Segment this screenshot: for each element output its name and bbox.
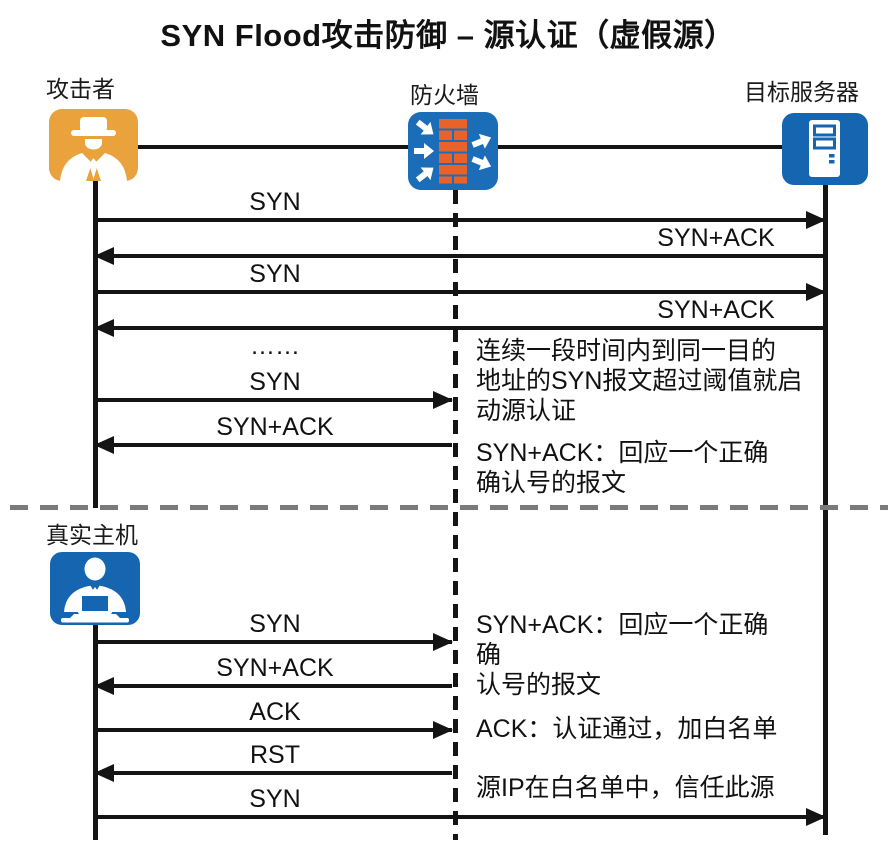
message-label-synack-2: SYN+ACK <box>657 296 775 324</box>
message-label-syn-4: SYN <box>249 610 301 638</box>
person-laptop-icon <box>50 552 140 625</box>
real-host-label: 真实主机 <box>46 522 138 548</box>
arrowhead-right <box>433 633 453 651</box>
server-label: 目标服务器 <box>744 79 859 105</box>
arrowhead-left <box>94 677 114 695</box>
annotation-synack-bottom: SYN+ACK：回应一个正确 确 认号的报文 <box>476 611 769 699</box>
lifeline-attacker <box>93 180 98 508</box>
arrowhead-right <box>806 283 826 301</box>
server-icon <box>782 113 868 185</box>
server-tower-icon <box>782 113 868 185</box>
arrowhead-left <box>94 764 114 782</box>
spy-icon <box>49 109 138 181</box>
message-label-syn-3: SYN <box>249 368 301 396</box>
section-divider <box>10 505 888 510</box>
annotation-ack: ACK：认证通过，加白名单 <box>476 715 778 743</box>
annotation-threshold: 连续一段时间内到同一目的 地址的SYN报文超过阈值就启 动源认证 <box>476 337 803 425</box>
arrowhead-left <box>94 319 114 337</box>
firewall-label: 防火墙 <box>410 82 479 108</box>
arrowhead-right <box>806 808 826 826</box>
annotation-synack-top: SYN+ACK：回应一个正确 确认号的报文 <box>476 439 769 497</box>
arrow-syn-2 <box>95 283 826 301</box>
message-label-syn-2: SYN <box>249 260 301 288</box>
ellipsis-label: …… <box>250 332 300 360</box>
arrow-syn-5 <box>95 808 826 826</box>
arrow-syn-3 <box>95 391 453 409</box>
lifeline-real-host <box>93 624 98 840</box>
arrow-synack-3 <box>94 436 452 454</box>
arrow-synack-4 <box>94 677 452 695</box>
arrow-syn-4 <box>95 633 453 651</box>
arrow-synack-2 <box>94 319 825 337</box>
message-label-synack-4: SYN+ACK <box>216 654 334 682</box>
message-label-synack-3: SYN+ACK <box>216 413 334 441</box>
attacker-label: 攻击者 <box>46 76 115 102</box>
arrowhead-left <box>94 247 114 265</box>
arrow-synack-1 <box>94 247 825 265</box>
lifeline-firewall <box>453 190 458 840</box>
firewall-icon <box>408 112 498 190</box>
message-label-rst: RST <box>250 741 300 769</box>
message-label-syn-5: SYN <box>249 785 301 813</box>
arrowhead-right <box>806 211 826 229</box>
real-host-icon <box>50 552 140 625</box>
message-label-synack-1: SYN+ACK <box>657 224 775 252</box>
arrowhead-right <box>433 721 453 739</box>
arrow-syn-1 <box>95 211 826 229</box>
firewall-brick-icon <box>408 112 498 190</box>
arrowhead-left <box>94 436 114 454</box>
arrow-ack <box>95 721 453 739</box>
attacker-icon <box>49 109 138 181</box>
page-title: SYN Flood攻击防御 – 源认证（虚假源） <box>160 18 736 53</box>
arrowhead-right <box>433 391 453 409</box>
arrow-rst <box>94 764 452 782</box>
annotation-whitelist: 源IP在白名单中，信任此源 <box>476 774 775 802</box>
message-label-ack: ACK <box>249 698 301 726</box>
message-label-syn-1: SYN <box>249 188 301 216</box>
